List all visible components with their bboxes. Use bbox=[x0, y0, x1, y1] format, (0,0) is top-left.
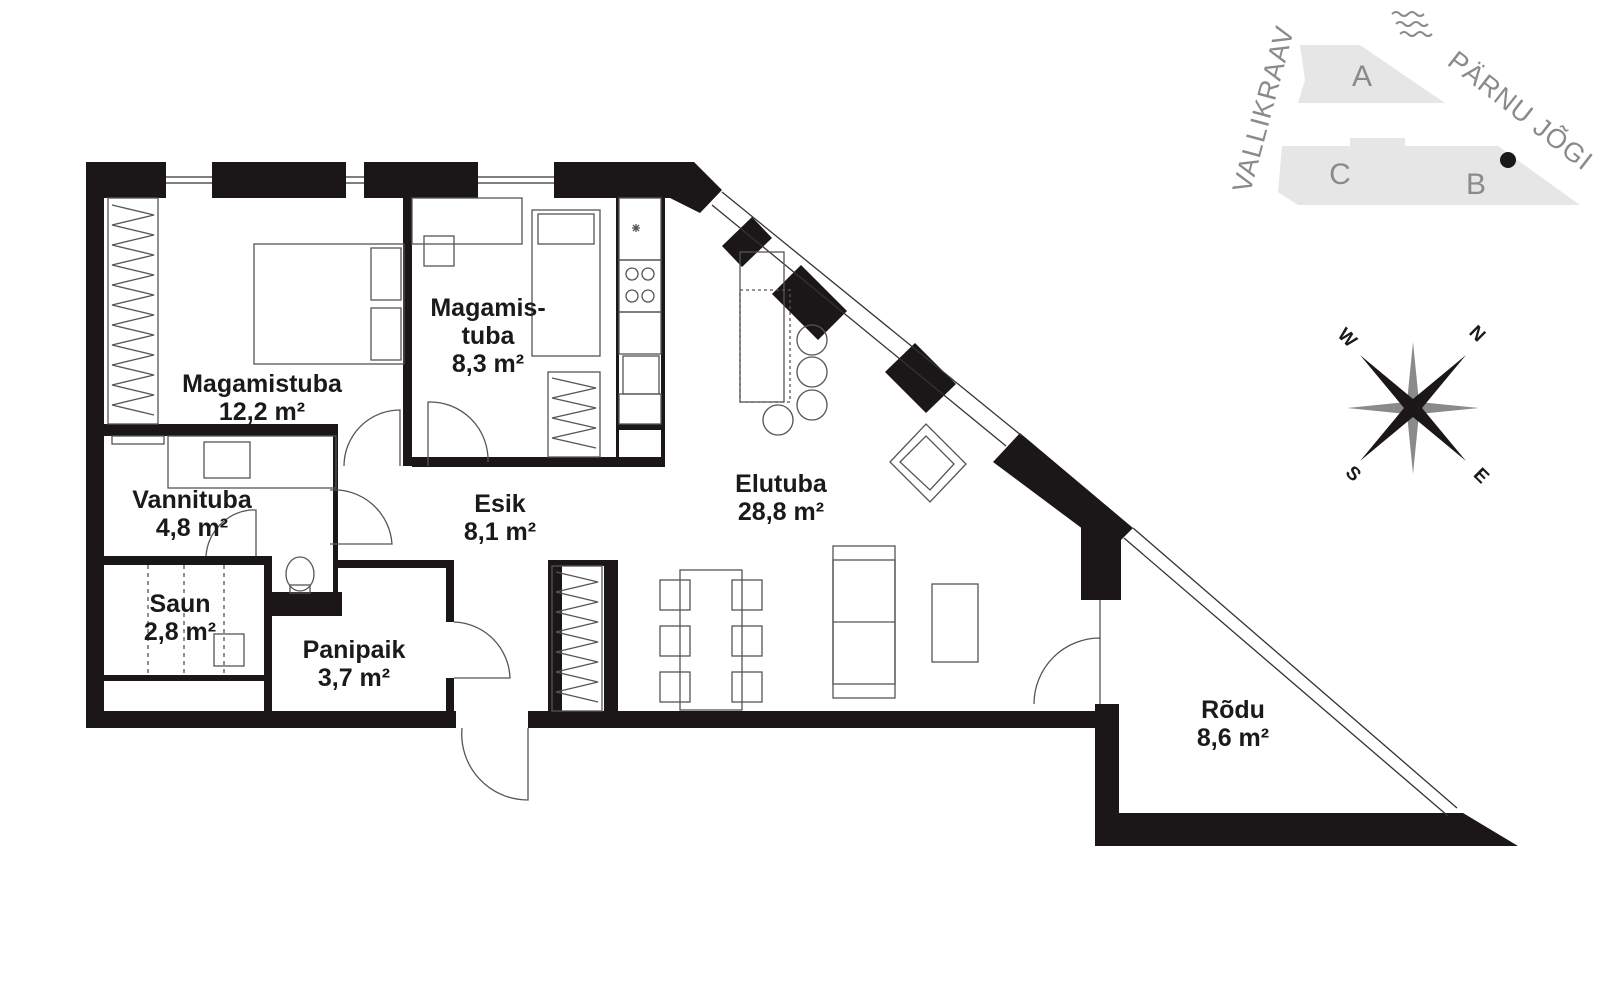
room-elutuba-name: Elutuba bbox=[735, 470, 828, 498]
compass-east: E bbox=[1469, 464, 1493, 488]
building-c-block bbox=[1278, 138, 1405, 205]
room-labels: Magamistuba 12,2 m² Magamis- tuba 8,3 m²… bbox=[132, 294, 1269, 752]
compass-south: S bbox=[1341, 462, 1365, 486]
water-wave-icon bbox=[1391, 11, 1433, 37]
room-magamistuba-area: 12,2 m² bbox=[219, 398, 305, 426]
building-c-label: C bbox=[1329, 158, 1351, 191]
room-vannituba-name: Vannituba bbox=[132, 486, 253, 514]
compass-west: W bbox=[1333, 324, 1361, 352]
compass-rose-icon: N E S W bbox=[1333, 322, 1493, 488]
room-esik-area: 8,1 m² bbox=[464, 518, 536, 546]
room-rodu-name: Rõdu bbox=[1201, 696, 1265, 724]
room-magamistuba-2-area: 8,3 m² bbox=[452, 350, 524, 378]
apartment-location-dot bbox=[1500, 152, 1516, 168]
building-b-label: B bbox=[1466, 168, 1486, 201]
furniture bbox=[107, 197, 1101, 801]
room-magamistuba-2-name-cont: tuba bbox=[462, 322, 516, 350]
room-magamistuba-2-name: Magamis- bbox=[430, 294, 545, 322]
site-plan: A C B VALLIKRAAV PÄRNU JÕGI bbox=[1227, 11, 1599, 205]
room-panipaik-name: Panipaik bbox=[303, 636, 406, 664]
room-magamistuba-name: Magamistuba bbox=[182, 370, 343, 398]
room-rodu-area: 8,6 m² bbox=[1197, 724, 1269, 752]
room-elutuba-area: 28,8 m² bbox=[738, 498, 824, 526]
building-a-block bbox=[1298, 45, 1445, 103]
room-esik-name: Esik bbox=[474, 490, 526, 518]
room-vannituba-area: 4,8 m² bbox=[156, 514, 228, 542]
building-b-block bbox=[1405, 146, 1580, 205]
walls bbox=[86, 162, 1518, 846]
room-saun-area: 2,8 m² bbox=[144, 618, 216, 646]
room-panipaik-area: 3,7 m² bbox=[318, 664, 390, 692]
building-a-label: A bbox=[1352, 60, 1372, 93]
room-saun-name: Saun bbox=[149, 590, 210, 618]
compass-north: N bbox=[1465, 322, 1490, 347]
